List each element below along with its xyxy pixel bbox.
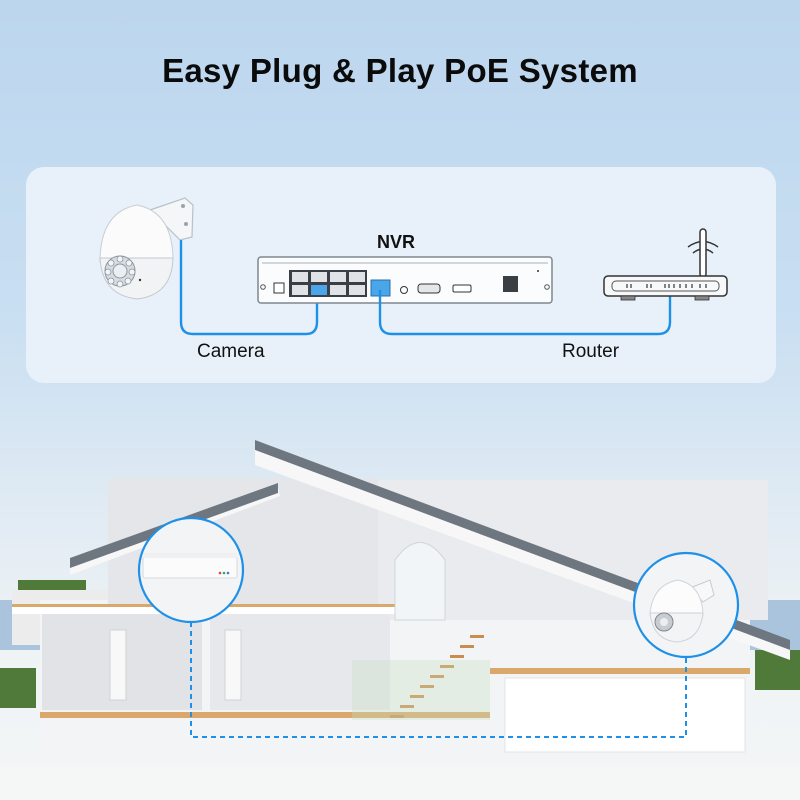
router-label: Router bbox=[562, 341, 620, 362]
house-scene bbox=[0, 440, 800, 760]
camera-label: Camera bbox=[197, 341, 265, 362]
diagram-graphics bbox=[99, 197, 728, 336]
page-title: Easy Plug & Play PoE System bbox=[162, 52, 638, 89]
router-icon bbox=[603, 228, 728, 301]
nvr-label: NVR bbox=[377, 232, 416, 252]
ptz-camera-icon bbox=[99, 197, 194, 300]
nvr-recorder-icon bbox=[257, 256, 553, 304]
ground bbox=[0, 765, 800, 800]
